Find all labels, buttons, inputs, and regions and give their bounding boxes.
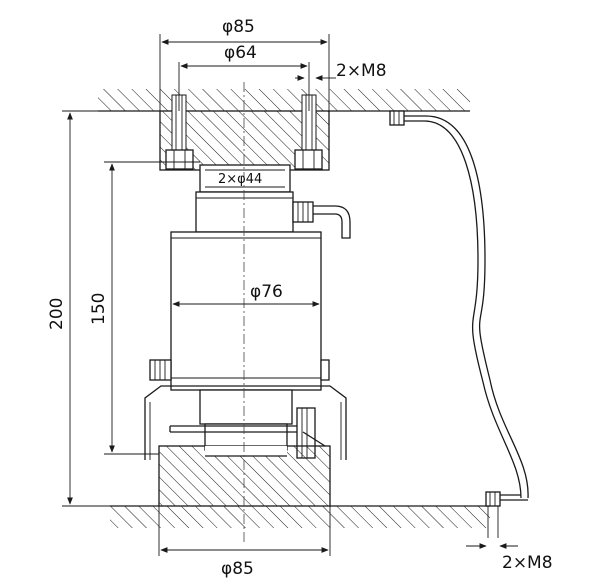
dim-overall-height: 200 (47, 110, 110, 507)
label-top-diameter: φ85 (222, 17, 255, 37)
label-bottom-thread: 2×M8 (502, 553, 553, 573)
sensor-body (149, 231, 330, 391)
upper-collar (195, 191, 294, 233)
dim-bottom-thread: 2×M8 (466, 543, 553, 573)
label-body-diameter: φ76 (250, 282, 283, 302)
label-sensor-height: 150 (89, 293, 109, 325)
top-mounting-plate (159, 94, 330, 171)
bottom-base-plate (158, 445, 331, 507)
dim-body-diameter: φ76 (172, 282, 320, 307)
dim-top-diameter: φ85 (159, 17, 330, 111)
dim-top-thread: 2×M8 (295, 61, 387, 81)
ground-cable (389, 110, 529, 538)
cable-connector (292, 201, 351, 239)
dim-bottom-diameter: φ85 (158, 506, 331, 578)
dim-sensor-height: 150 (89, 161, 200, 455)
dim-inner-diameter: φ64 (178, 43, 310, 111)
bottom-ground (110, 505, 490, 528)
label-overall-height: 200 (47, 298, 67, 330)
label-inner-diameter: φ64 (224, 43, 257, 63)
label-hole-diameter: 2×φ44 (218, 172, 262, 187)
label-bottom-diameter: φ85 (221, 559, 254, 578)
label-top-thread: 2×M8 (336, 61, 387, 81)
top-ground (98, 89, 470, 112)
